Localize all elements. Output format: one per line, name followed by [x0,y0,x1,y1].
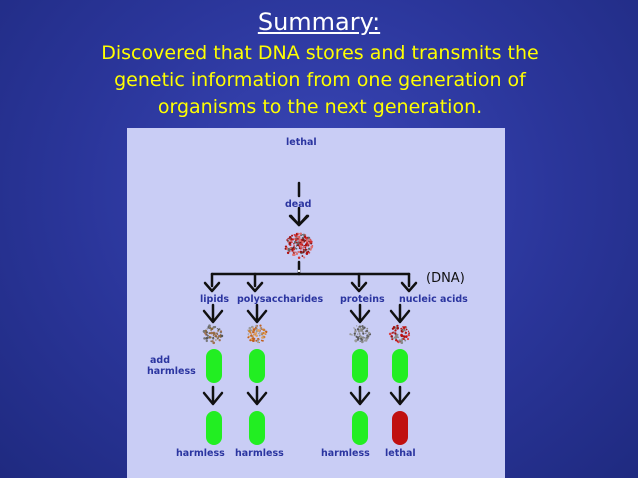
summary-line-2: genetic information from one generation … [114,69,526,91]
label-proteins: proteins [340,294,385,305]
nucleic-acid-fraction-debris [388,324,411,344]
harmless-bacterium [206,411,222,445]
dead-cell-debris [284,232,314,259]
arrow-down [246,281,264,293]
arrow-down [350,281,368,293]
arrow-down [288,214,310,227]
label-harmless-added: harmless [147,366,196,377]
arrow-down [400,281,418,293]
label-polysaccharides: polysaccharides [237,294,324,305]
result-label-2: harmless [235,448,284,459]
label-dna: (DNA) [426,271,465,286]
slide-title: Summary: [257,8,381,36]
label-lipids: lipids [200,294,230,305]
lethal-bacterium [392,411,408,445]
label-nucleic-acids: nucleic acids [399,294,468,305]
experiment-diagram: lethal dead (DNA) lipids polysaccharides… [127,128,505,478]
summary-line-1: Discovered that DNA stores and transmits… [101,42,539,64]
harmless-bacterium [352,349,368,383]
label-add: add [150,355,171,366]
result-label-1: harmless [176,448,225,459]
harmless-bacterium [392,349,408,383]
result-label-4: lethal [385,448,416,459]
summary-text: Discovered that DNA stores and transmits… [30,40,610,121]
harmless-bacterium [249,349,265,383]
protein-fraction-debris [349,325,372,344]
label-dead: dead [285,199,312,210]
lipid-fraction-debris [202,324,224,345]
polysaccharide-fraction-debris [247,324,268,344]
diagram-graphics [202,181,418,445]
result-label-3: harmless [321,448,370,459]
harmless-bacterium [206,349,222,383]
summary-line-3: organisms to the next generation. [157,96,483,118]
label-lethal: lethal [286,137,317,148]
harmless-bacterium [249,411,265,445]
arrow-down [203,281,221,293]
harmless-bacterium [352,411,368,445]
